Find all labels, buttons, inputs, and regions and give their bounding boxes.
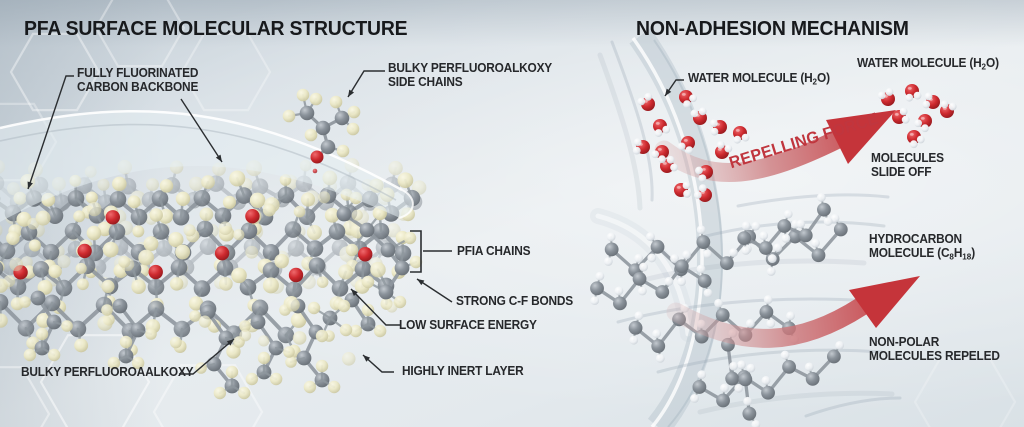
label-low-surface-energy: LOW SURFACE ENERGY xyxy=(399,318,537,332)
label-bulky-perfluoroalkoxy-side-chains: BULKY PERFLUOROALKOXY SIDE CHAINS xyxy=(388,61,553,89)
label-fully-fluorinated-carbon-backbone: FULLY FLUORINATED CARBON BACKBONE xyxy=(77,66,199,94)
label-highly-inert-layer: HIGHLY INERT LAYER xyxy=(402,364,524,378)
label-water-molecule-1: WATER MOLECULE (H2O) xyxy=(688,71,830,87)
label-hydrocarbon-molecule: HYDROCARBON MOLECULE (C8H18) xyxy=(869,232,976,261)
right-panel-title: NON-ADHESION MECHANISM xyxy=(636,18,909,40)
label-water-molecule-2: WATER MOLECULE (H2O) xyxy=(857,56,999,72)
left-panel-title: PFA SURFACE MOLECULAR STRUCTURE xyxy=(24,18,408,40)
label-strong-cf-bonds: STRONG C-F BONDS xyxy=(456,294,574,308)
label-bulky-perfluoroaalkoxy: BULKY PERFLUOROAALKOXY xyxy=(21,365,194,379)
label-molecules-slide-off: MOLECULES SLIDE OFF xyxy=(871,151,944,179)
label-non-polar-molecules-repeled: NON-POLAR MOLECULES REPELED xyxy=(869,335,1000,363)
label-pfia-chains: PFIA CHAINS xyxy=(457,244,531,258)
